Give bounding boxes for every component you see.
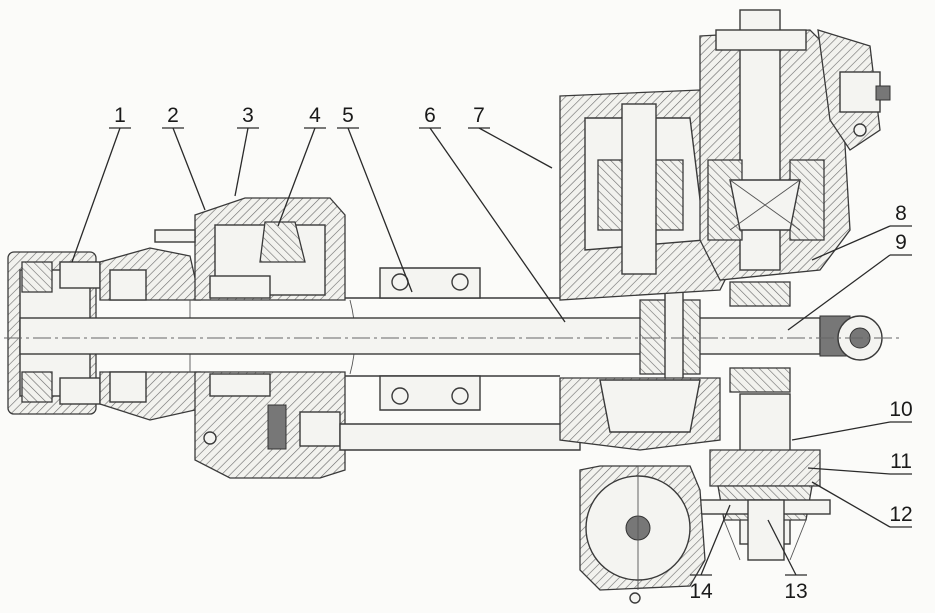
callout-3: 3 xyxy=(242,104,254,127)
callout-4: 4 xyxy=(309,104,321,127)
callout-labels: 1 2 3 4 5 6 7 8 9 10 11 12 13 14 xyxy=(114,104,913,603)
callout-8: 8 xyxy=(895,202,907,225)
callout-1: 1 xyxy=(114,104,126,127)
drum-pulley xyxy=(579,465,706,604)
callout-7: 7 xyxy=(473,104,485,127)
callout-13: 13 xyxy=(784,580,807,603)
callout-5: 5 xyxy=(342,104,354,127)
central-gear-case xyxy=(559,89,791,451)
final-drive-housing xyxy=(154,197,346,479)
lower-output-assembly xyxy=(699,393,831,561)
axle-tube xyxy=(339,267,581,451)
callout-10: 10 xyxy=(889,398,912,421)
drive-shaft xyxy=(4,281,900,393)
callout-2: 2 xyxy=(167,104,179,127)
callout-6: 6 xyxy=(424,104,436,127)
callout-leader-lines xyxy=(71,127,912,576)
callout-12: 12 xyxy=(889,503,912,526)
callout-14: 14 xyxy=(689,580,713,603)
callout-11: 11 xyxy=(890,450,912,473)
upper-gear-housing xyxy=(699,9,891,281)
callout-9: 9 xyxy=(895,231,907,254)
